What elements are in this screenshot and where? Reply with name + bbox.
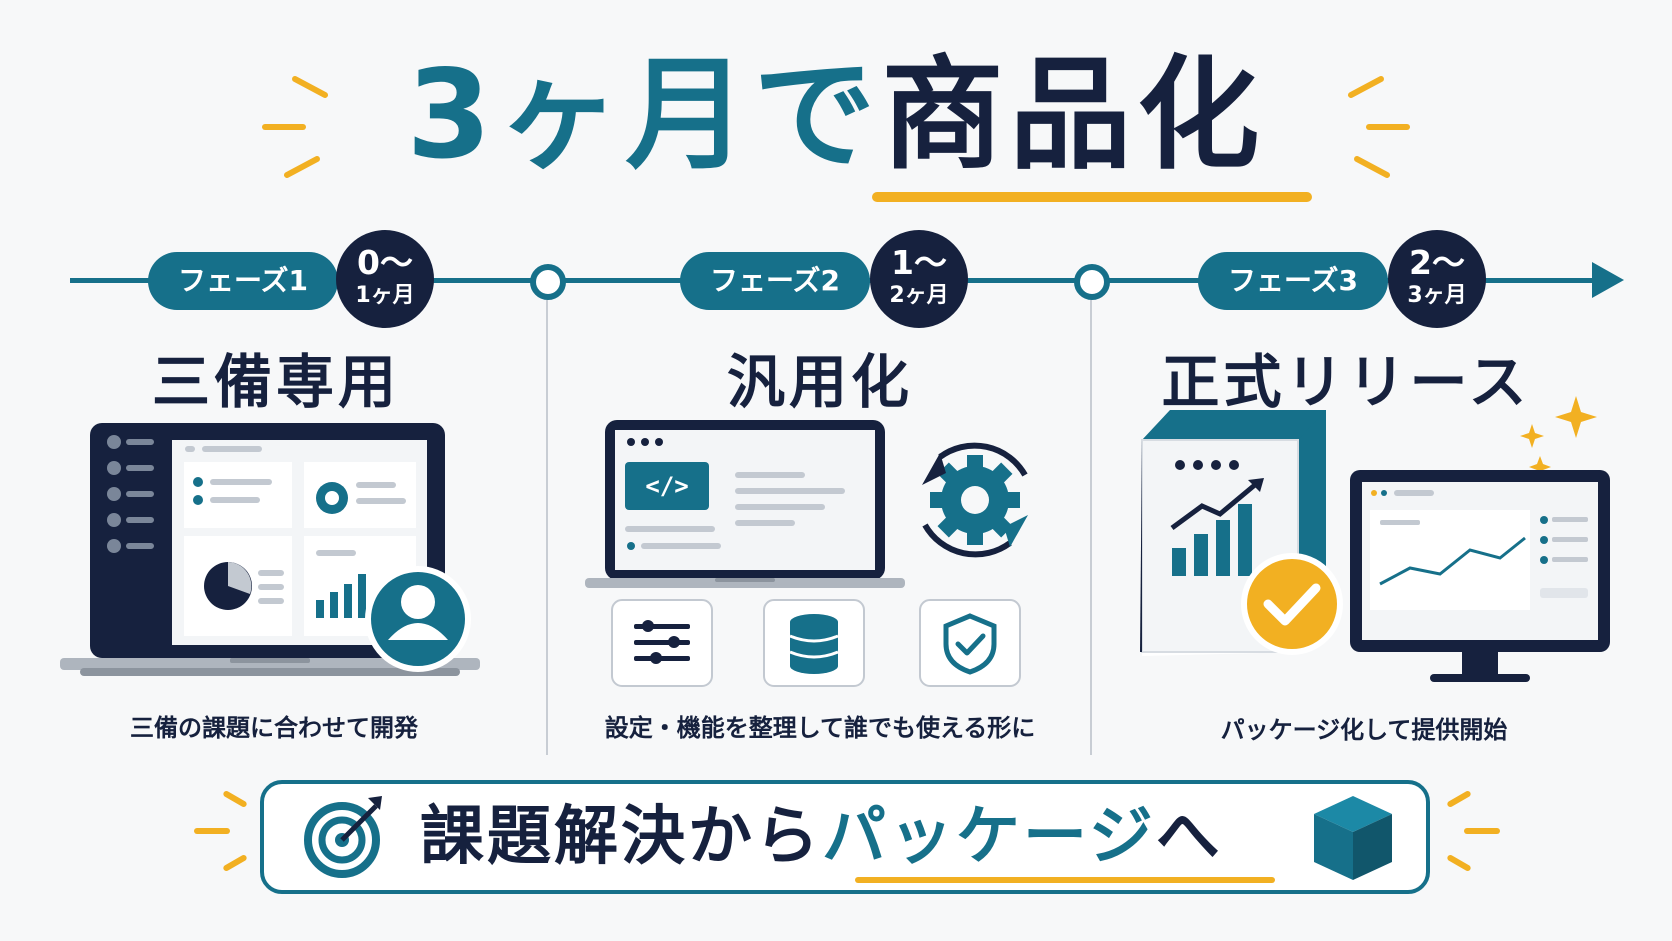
spark-line <box>1464 828 1500 834</box>
phase-1-heading: 三備専用 <box>151 348 400 416</box>
sparkle-icon <box>1520 396 1597 478</box>
title-underline <box>872 192 1312 202</box>
phase-1-duration-end: 1ヶ月 <box>355 283 415 308</box>
phase-3-label: フェーズ3 <box>1198 252 1388 310</box>
bottom-underline <box>855 877 1275 883</box>
spark-line <box>1446 853 1472 873</box>
phase-1-duration-start: 0〜 <box>357 243 413 282</box>
phase-3-duration: 2〜 3ヶ月 <box>1388 230 1486 328</box>
phase-3-duration-start: 2〜 <box>1409 243 1465 282</box>
bottom-part3: へ <box>1155 800 1223 874</box>
check-icon <box>1263 583 1321 626</box>
phase-2-heading: 汎用化 <box>726 348 913 416</box>
phase-1-laptop-illustration <box>60 423 480 676</box>
bottom-message: 課題解決からパッケージへ <box>420 780 1290 894</box>
bottom-banner <box>260 780 1430 894</box>
timeline-arrowhead <box>1592 262 1624 298</box>
timeline-node <box>530 264 566 300</box>
phase-2-laptop-illustration: </> <box>585 420 905 588</box>
gear-icon <box>930 455 1020 545</box>
column-divider <box>1090 300 1092 755</box>
phase-3-heading: 正式リリース <box>1161 348 1531 416</box>
phase-3-caption: パッケージ化して提供開始 <box>1220 716 1508 744</box>
phase-2-duration-start: 1〜 <box>891 243 947 282</box>
bottom-part2: パッケージ <box>822 800 1156 874</box>
database-icon <box>789 614 839 674</box>
phase-2-caption: 設定・機能を整理して誰でも使える形に <box>604 714 1036 742</box>
title-part1: 3ヶ月で <box>406 44 882 186</box>
phase-1-caption: 三備の課題に合わせて開発 <box>130 714 418 742</box>
phase-3-release-illustration <box>1140 396 1610 682</box>
database-tile <box>763 599 865 687</box>
sliders-tile <box>611 599 713 687</box>
gear-cycle-illustration <box>922 442 1028 558</box>
column-divider <box>546 300 548 755</box>
phase-2-duration: 1〜 2ヶ月 <box>870 230 968 328</box>
phase-2-label: フェーズ2 <box>680 252 870 310</box>
phase-1-duration: 0〜 1ヶ月 <box>336 230 434 328</box>
target-icon <box>304 796 382 878</box>
timeline-node <box>1074 264 1110 300</box>
title-part2: 商品化 <box>881 44 1266 186</box>
spark-line <box>222 853 248 873</box>
phase-3-duration-end: 3ヶ月 <box>1407 283 1467 308</box>
phase-1-label: フェーズ1 <box>148 252 338 310</box>
spark-line <box>262 124 306 130</box>
shield-check-icon <box>943 613 997 675</box>
spark-line <box>1366 124 1410 130</box>
phase-2-duration-end: 2ヶ月 <box>889 283 949 308</box>
shield-tile <box>919 599 1021 687</box>
user-icon <box>388 585 448 640</box>
page-title: 3ヶ月で商品化 <box>0 40 1672 190</box>
spark-line <box>222 789 248 809</box>
code-tag: </> <box>645 472 688 500</box>
box-icon <box>1314 796 1392 880</box>
sliders-icon <box>634 620 690 664</box>
spark-line <box>194 828 230 834</box>
spark-line <box>1446 789 1472 809</box>
bottom-part1: 課題解決から <box>420 800 822 874</box>
